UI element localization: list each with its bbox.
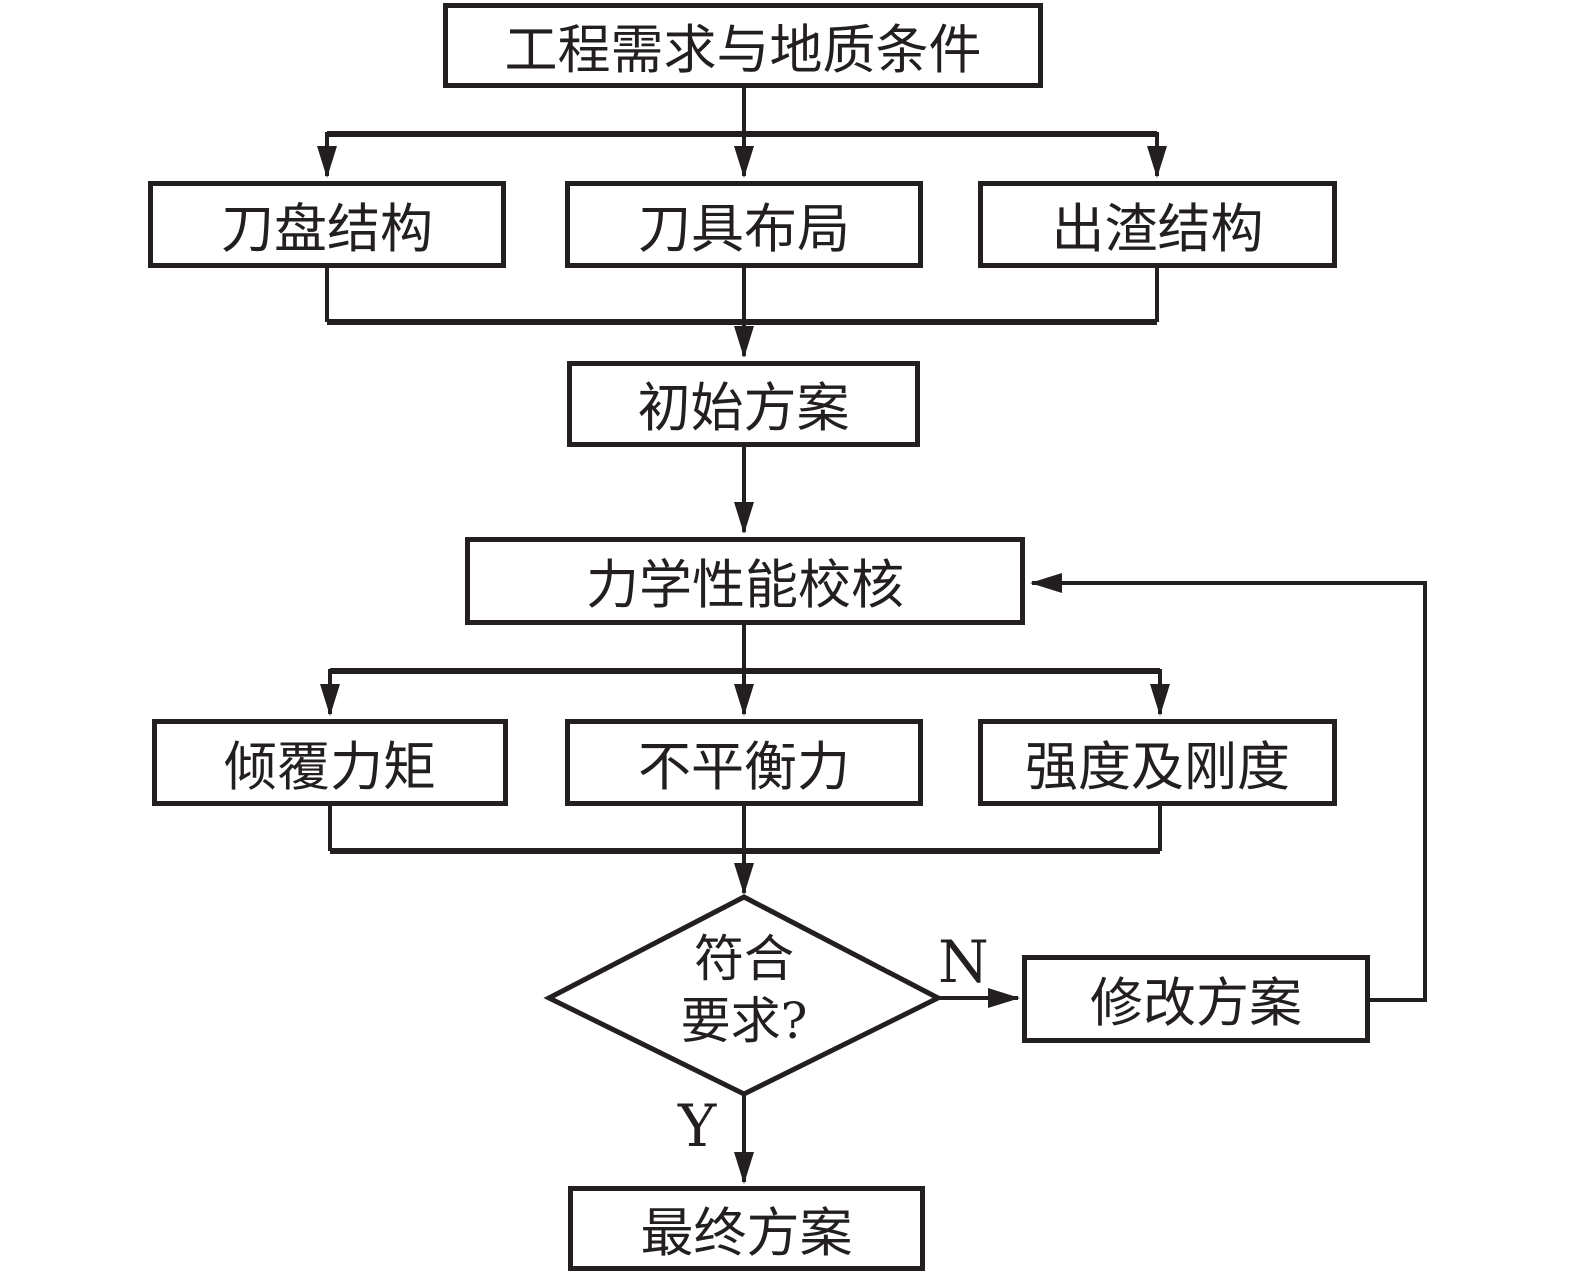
node-modify-scheme-label: 修改方案 — [1090, 973, 1302, 1034]
node-cutterhead-structure: 刀盘结构 — [148, 181, 506, 268]
decision-label-line2: 要求? — [680, 992, 808, 1050]
branch-label-yes: Y — [678, 1092, 717, 1160]
node-final-scheme: 最终方案 — [568, 1186, 925, 1271]
node-slag-discharge-structure: 出渣结构 — [978, 181, 1337, 268]
node-overturning-moment: 倾覆力矩 — [152, 719, 508, 806]
decision-label-line1: 符合 — [694, 930, 794, 988]
node-overturning-moment-label: 倾覆力矩 — [224, 736, 436, 798]
node-initial-scheme: 初始方案 — [567, 361, 920, 447]
node-decision-meets-requirements: 符合 要求? — [594, 928, 894, 1064]
node-initial-scheme-label: 初始方案 — [637, 378, 850, 439]
node-cutter-layout-label: 刀具布局 — [638, 198, 850, 260]
node-slag-discharge-structure-label: 出渣结构 — [1051, 198, 1264, 260]
node-modify-scheme: 修改方案 — [1022, 955, 1370, 1043]
node-unbalanced-force: 不平衡力 — [565, 719, 923, 806]
edge-feedback-loop — [1030, 573, 1427, 1002]
node-mechanical-performance-check-label: 力学性能校核 — [586, 555, 904, 616]
node-strength-and-stiffness: 强度及刚度 — [978, 719, 1337, 806]
node-unbalanced-force-label: 不平衡力 — [638, 736, 850, 798]
node-final-scheme-label: 最终方案 — [640, 1202, 853, 1264]
node-engineering-requirements: 工程需求与地质条件 — [443, 3, 1043, 88]
node-cutter-layout: 刀具布局 — [565, 181, 923, 268]
node-strength-and-stiffness-label: 强度及刚度 — [1025, 736, 1290, 798]
branch-label-no: N — [938, 928, 989, 996]
node-engineering-requirements-label: 工程需求与地质条件 — [504, 19, 982, 81]
node-cutterhead-structure-label: 刀盘结构 — [221, 198, 433, 260]
node-mechanical-performance-check: 力学性能校核 — [465, 537, 1025, 625]
